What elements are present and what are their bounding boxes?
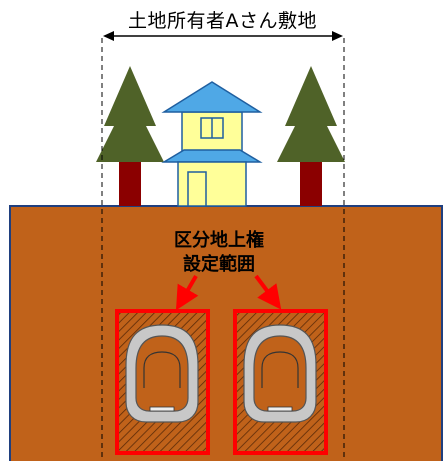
double-arrow-icon <box>103 31 343 41</box>
surface-right-label-line2: 設定範囲 <box>183 254 255 275</box>
tree-icon-left <box>96 66 164 206</box>
red-arrow-icon-left <box>175 274 199 311</box>
surface-right-zone-left <box>115 309 210 455</box>
ground-block <box>9 205 443 461</box>
tunnel-icon-left <box>125 324 199 423</box>
surface-right-label-line1: 区分地上権 <box>174 230 264 251</box>
surface-right-zone-right <box>233 309 328 455</box>
tree-icon-right <box>277 66 345 206</box>
house-icon <box>161 81 263 207</box>
site-owner-label: 土地所有者Aさん敷地 <box>128 10 317 32</box>
surface-right-label: 区分地上権 設定範囲 <box>157 229 281 277</box>
red-arrow-icon-right <box>254 274 282 310</box>
tunnel-icon-right <box>243 324 317 423</box>
